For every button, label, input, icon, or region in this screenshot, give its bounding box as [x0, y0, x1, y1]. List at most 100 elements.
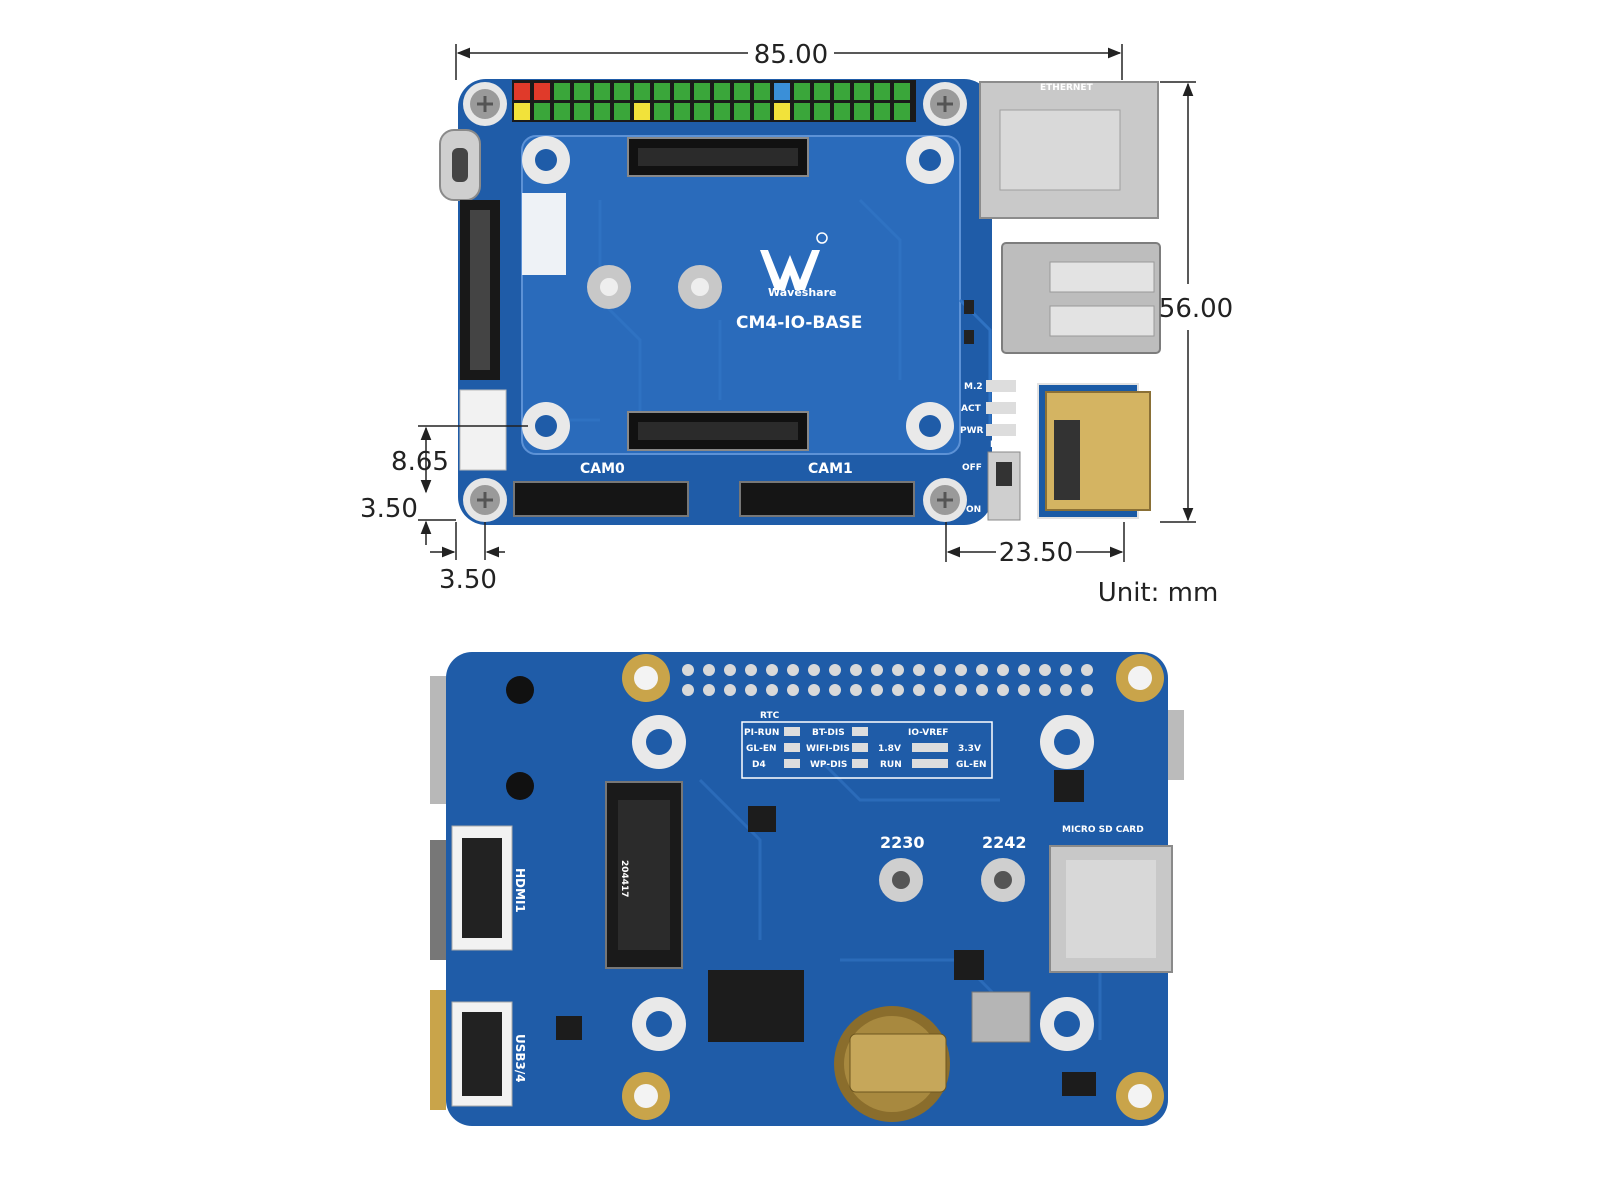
- cam1-connector: [739, 481, 915, 517]
- top-board: Waveshare CM4-IO-BASE CAM0 CAM1 ETHERNET…: [439, 79, 1161, 525]
- usb-hub-chip: [708, 970, 804, 1042]
- gpio-pin: [874, 83, 890, 100]
- gpio-pin: [654, 103, 670, 120]
- v18-label: 1.8V: [878, 744, 901, 754]
- gpio-hole: [955, 684, 967, 696]
- gpio-pin: [534, 103, 550, 120]
- m2-2230-label: 2230: [880, 833, 925, 852]
- gpio-hole: [766, 664, 778, 676]
- gpio-hole: [1039, 664, 1051, 676]
- gpio-hole: [997, 684, 1009, 696]
- gpio-hole: [850, 684, 862, 696]
- white-ring-holes: [632, 715, 1094, 1051]
- gpio-hole: [724, 664, 736, 676]
- gpio-pin: [554, 83, 570, 100]
- cm4-standoff-holes: [522, 136, 954, 450]
- gpio-hole: [976, 664, 988, 676]
- gpio-pin: [694, 103, 710, 120]
- led-pwr-label: PWR: [960, 426, 984, 436]
- gpio-pin: [894, 103, 910, 120]
- gpio-pin: [514, 83, 530, 100]
- inductor: [971, 991, 1031, 1043]
- mounting-screw-top-right: [923, 82, 967, 126]
- boot-label: BOOT: [990, 440, 1019, 450]
- gpio-pin: [594, 83, 610, 100]
- gpio-hole: [745, 664, 757, 676]
- dim-hole-x-left-label: 3.50: [360, 494, 418, 524]
- gpio-pin: [554, 103, 570, 120]
- hdmi1-label: HDMI1: [513, 868, 527, 913]
- cam0-connector: [513, 481, 689, 517]
- v33-label: 3.3V: [958, 744, 981, 754]
- ethernet-label: ETHERNET: [1040, 83, 1094, 93]
- gpio-hole: [808, 684, 820, 696]
- button-bottom: [506, 772, 534, 800]
- gpio-hole: [892, 684, 904, 696]
- dim-height-label: 56.00: [1159, 294, 1233, 324]
- gpio-pin: [774, 83, 790, 100]
- bt-dis-label: BT-DIS: [812, 728, 845, 738]
- usb34-label: USB3/4: [513, 1034, 527, 1083]
- gpio-pin: [814, 103, 830, 120]
- gpio-hole: [829, 684, 841, 696]
- gpio-hole: [1039, 684, 1051, 696]
- gpio-pin: [574, 83, 590, 100]
- gpio-hole: [934, 684, 946, 696]
- gpio-pin: [754, 83, 770, 100]
- gpio-hole: [1060, 664, 1072, 676]
- boot-off-label: OFF: [962, 463, 982, 473]
- gpio-pin: [654, 83, 670, 100]
- gpio-through-holes: [682, 664, 1093, 696]
- wp-dis-label: WP-DIS: [810, 760, 847, 770]
- button-top: [506, 676, 534, 704]
- gpio-pin: [834, 103, 850, 120]
- gpio-pin: [854, 83, 870, 100]
- gpio-hole: [829, 664, 841, 676]
- gpio-hole: [1018, 664, 1030, 676]
- cam0-label: CAM0: [580, 461, 625, 477]
- led-m2-label: M.2: [964, 382, 983, 392]
- gpio-hole: [913, 664, 925, 676]
- gpio-hole: [976, 684, 988, 696]
- gpio-header: [512, 80, 916, 122]
- rtc-label: RTC: [760, 711, 780, 721]
- gpio-pin: [694, 83, 710, 100]
- dimension-lines: [418, 44, 1196, 562]
- gpio-hole: [997, 664, 1009, 676]
- gpio-hole: [871, 684, 883, 696]
- gpio-pin: [634, 103, 650, 120]
- gold-mounting-holes: [622, 654, 1164, 1120]
- gpio-hole: [787, 684, 799, 696]
- gpio-pin: [614, 83, 630, 100]
- gpio-hole: [1060, 684, 1072, 696]
- white-label: [522, 193, 566, 275]
- gpio-pin: [754, 103, 770, 120]
- gpio-pin: [734, 103, 750, 120]
- boot-on-label: ON: [966, 505, 981, 515]
- gpio-pin: [734, 83, 750, 100]
- bottom-board: RTC PI-RUN GL-EN D4 BT-DIS WIFI-DIS WP-D…: [430, 652, 1184, 1126]
- gpio-pin: [874, 103, 890, 120]
- gpio-pin: [794, 103, 810, 120]
- usb-edge: [430, 840, 446, 960]
- hdmi-edge: [430, 990, 446, 1110]
- usb-c-edge: [1168, 710, 1184, 780]
- status-leds: [986, 380, 1016, 436]
- brand-label: Waveshare: [768, 286, 836, 299]
- unit-label: Unit: mm: [1098, 578, 1219, 608]
- gpio-hole: [934, 664, 946, 676]
- gpio-hole: [871, 664, 883, 676]
- gpio-pin: [854, 103, 870, 120]
- hdmi0-label: HDMI0: [1062, 369, 1111, 384]
- fan-connector: [459, 389, 507, 471]
- gpio-hole: [850, 664, 862, 676]
- gpio-hole: [1018, 684, 1030, 696]
- mounting-screw-bottom-right: [923, 478, 967, 522]
- gpio-pin: [674, 103, 690, 120]
- gl-en2-label: GL-EN: [956, 760, 987, 770]
- model-label: CM4-IO-BASE: [736, 313, 862, 333]
- mounting-screw-top-left: [463, 82, 507, 126]
- gpio-hole: [745, 684, 757, 696]
- wifi-dis-label: WIFI-DIS: [806, 744, 850, 754]
